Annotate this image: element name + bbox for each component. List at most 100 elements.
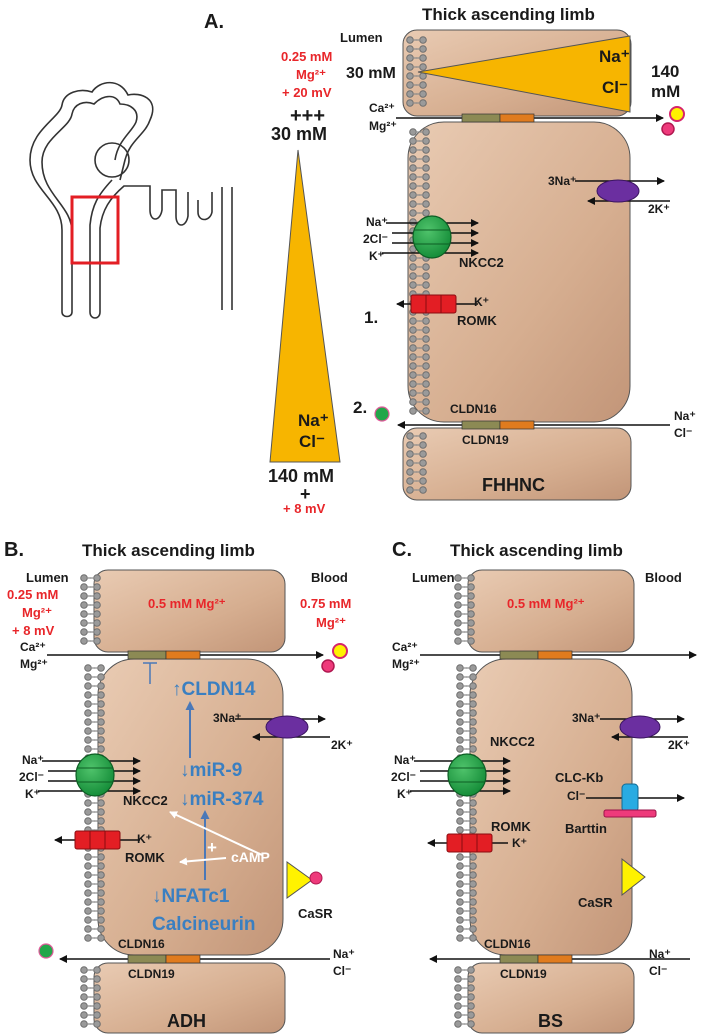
panel-c-ca-label: Ca²⁺ (392, 640, 418, 654)
lipid-head (80, 637, 88, 645)
panel-a-na-k-pump (596, 179, 640, 203)
lipid-head (469, 664, 477, 672)
lipid-head (456, 907, 464, 915)
lipid-head (406, 81, 414, 89)
lipid-head (93, 1020, 101, 1028)
panel-b-cation-ion (38, 943, 54, 959)
panel-b-lumen-voltage: + 8 mV (12, 623, 55, 638)
lipid-head (456, 664, 464, 672)
panel-b-ca-label: Ca²⁺ (20, 640, 46, 654)
panel-b-mg-label: Mg²⁺ (20, 657, 48, 671)
panel-a-lumen-voltage: + 20 mV (282, 85, 332, 100)
panel-c-tj-bottom-left (499, 954, 539, 964)
panel-c-nkcc2-transporter (447, 753, 487, 797)
lipid-head (406, 90, 414, 98)
lipid-head (409, 137, 417, 145)
lipid-head (97, 907, 105, 915)
lipid-head (467, 637, 475, 645)
panel-a-ca-label: Ca²⁺ (369, 101, 395, 115)
lipid-head (97, 925, 105, 933)
panel-c-romk-k: K⁺ (512, 836, 527, 850)
panel-c-casr-label: CaSR (578, 895, 613, 910)
panel-a: A. Thick ascending limb Lumen 0.25 mM Mg… (204, 5, 696, 516)
lipid-head (80, 601, 88, 609)
lipid-head (469, 799, 477, 807)
lipid-head (469, 898, 477, 906)
lipid-head (93, 628, 101, 636)
panel-c-nkcc-cl: 2Cl⁻ (391, 770, 416, 784)
lipid-head (409, 380, 417, 388)
lipid-head (422, 164, 430, 172)
lipid-head (469, 718, 477, 726)
panel-b-cell-mg: 0.5 mM Mg²⁺ (148, 596, 226, 611)
lipid-head (97, 736, 105, 744)
panel-a-top-conc: 30 mM (271, 124, 327, 144)
lipid-head (406, 63, 414, 71)
panel-b-nkcc-na: Na⁺ (22, 753, 44, 767)
lipid-head (406, 54, 414, 62)
lipid-head (454, 1002, 462, 1010)
lipid-head (80, 592, 88, 600)
lipid-head (84, 934, 92, 942)
lipid-head (97, 727, 105, 735)
panel-a-mg-ion (661, 122, 675, 136)
lipid-head (409, 173, 417, 181)
lipid-head (97, 709, 105, 717)
panel-c-romk-label: ROMK (491, 819, 531, 834)
lipid-head (84, 709, 92, 717)
lipid-head (467, 1002, 475, 1010)
lipid-head (406, 459, 414, 467)
lipid-head (467, 984, 475, 992)
lipid-head (419, 459, 427, 467)
lipid-head (469, 700, 477, 708)
lipid-head (419, 468, 427, 476)
lipid-head (409, 200, 417, 208)
panel-a-lumen-label: Lumen (340, 30, 383, 45)
lipid-head (80, 610, 88, 618)
panel-b-romk-label: ROMK (125, 850, 165, 865)
panel-c-casr-receptor (621, 857, 646, 897)
lipid-head (419, 99, 427, 107)
lipid-head (409, 362, 417, 370)
lipid-head (84, 736, 92, 744)
lipid-head (97, 673, 105, 681)
lipid-head (419, 486, 427, 494)
panel-a-marker-1: 1. (364, 308, 378, 327)
lipid-head (456, 880, 464, 888)
lipid-head (93, 1002, 101, 1010)
panel-c-nkcc-na: Na⁺ (394, 753, 416, 767)
panel-c-lumen-label: Lumen (412, 570, 455, 585)
panel-c-tj-bottom-right (537, 954, 573, 964)
nephron-sketch (29, 81, 233, 319)
lipid-head (469, 925, 477, 933)
panel-a-k2: 2K⁺ (648, 202, 670, 216)
panel-c-blood-label: Blood (645, 570, 682, 585)
panel-c-para-na: Na⁺ (649, 947, 671, 961)
panel-a-conc-right-1: 140 (651, 62, 679, 81)
panel-a-cell-triangle-na: Na⁺ (599, 47, 630, 66)
lipid-head (422, 200, 430, 208)
panel-b-lumen-mg-ion: Mg²⁺ (22, 605, 52, 620)
panel-a-nkcc2-transporter (412, 215, 452, 259)
lipid-head (97, 871, 105, 879)
lipid-head (422, 398, 430, 406)
lipid-head (456, 817, 464, 825)
lipid-head (469, 907, 477, 915)
lipid-head (456, 745, 464, 753)
panel-a-tj-bottom-right (499, 420, 535, 430)
lipid-head (422, 263, 430, 271)
lipid-head (469, 880, 477, 888)
lipid-head (467, 574, 475, 582)
lipid-head (422, 326, 430, 334)
lipid-head (80, 583, 88, 591)
panel-c-top-cell (467, 569, 635, 653)
lipid-head (469, 934, 477, 942)
panel-b-para-cl: Cl⁻ (333, 964, 351, 978)
lipid-head (93, 592, 101, 600)
lipid-head (419, 36, 427, 44)
panel-a-big-na: Na⁺ (298, 411, 329, 430)
lipid-head (469, 853, 477, 861)
lipid-head (97, 916, 105, 924)
lipid-head (454, 628, 462, 636)
lipid-head (84, 889, 92, 897)
